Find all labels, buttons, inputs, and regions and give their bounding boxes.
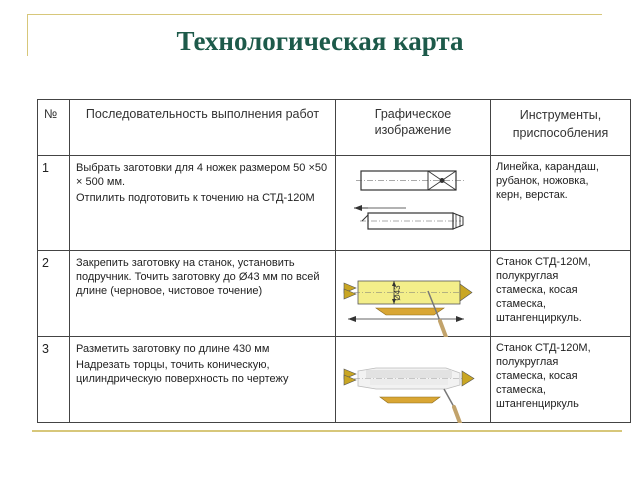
tool-line: штангенциркуль [496, 398, 579, 410]
blank-drawing [354, 170, 464, 230]
row-tools-cell: Линейка, карандаш, рубанок, ножовка, кер… [490, 155, 631, 251]
frame-left-line [27, 14, 28, 56]
header-sequence: Последовательность выполнения работ [69, 99, 336, 156]
row-number: 1 [37, 155, 70, 251]
row-number: 3 [37, 336, 70, 423]
row-graphic-cell [335, 155, 491, 251]
page-title: Технологическая карта [176, 26, 464, 56]
row-step-text: Выбрать заготовки для 4 ножек размером 5… [69, 155, 336, 251]
tool-line: керн, верстак. [496, 189, 568, 201]
step-line: Закрепить заготовку на станок, установит… [76, 257, 320, 297]
tool-line: стамеска, косая [496, 370, 578, 382]
tool-line: Станок СТД-120М, [496, 256, 591, 268]
step-line: Отпилить подготовить к точению на СТД-12… [76, 192, 315, 204]
diameter-label: Ø43 [393, 285, 402, 301]
table-row: 2 Закрепить заготовку на станок, установ… [37, 250, 631, 337]
step-line: Разметить заготовку по длине 430 мм [76, 343, 270, 355]
tool-line: Линейка, карандаш, [496, 161, 599, 173]
tool-line: рубанок, ножовка, [496, 175, 589, 187]
tool-line: Станок СТД-120М, [496, 342, 591, 354]
row-graphic-cell [335, 336, 491, 423]
row-tools-cell: Станок СТД-120М, полукруглая стамеска, к… [490, 250, 631, 337]
table-row: 1 Выбрать заготовки для 4 ножек размером… [37, 155, 631, 251]
tech-card-table: № Последовательность выполнения работ Гр… [37, 99, 631, 423]
tool-line: полукруглая [496, 270, 559, 282]
step-line: Надрезать торцы, точить коническую, цили… [76, 359, 289, 385]
frame-bottom-line [32, 430, 622, 432]
step-line: Выбрать заготовки для 4 ножек размером 5… [76, 162, 328, 188]
table-header-row: № Последовательность выполнения работ Гр… [37, 99, 631, 156]
tool-line: полукруглая [496, 356, 559, 368]
row-step-text: Закрепить заготовку на станок, установит… [69, 250, 336, 337]
shaping-drawing [343, 367, 475, 423]
row-number: 2 [37, 250, 70, 337]
tool-line: стамеска, [496, 384, 546, 396]
table-row: 3 Разметить заготовку по длине 430 мм На… [37, 336, 631, 423]
header-num: № [37, 99, 70, 156]
row-graphic-cell: Ø43 [335, 250, 491, 337]
row-step-text: Разметить заготовку по длине 430 мм Надр… [69, 336, 336, 423]
header-tools: Инструменты, приспособления [490, 99, 631, 156]
tool-line: стамеска, [496, 298, 546, 310]
tool-line: штангенциркуль. [496, 312, 582, 324]
frame-top-line [27, 14, 602, 15]
tool-line: стамеска, косая [496, 284, 578, 296]
header-tools-line1: Инструменты, [519, 108, 602, 122]
header-tools-line2: приспособления [512, 126, 609, 140]
row-tools-cell: Станок СТД-120М, полукруглая стамеска, к… [490, 336, 631, 423]
header-graphic: Графическое изображение [335, 99, 491, 156]
turning-drawing: Ø43 [343, 280, 473, 337]
